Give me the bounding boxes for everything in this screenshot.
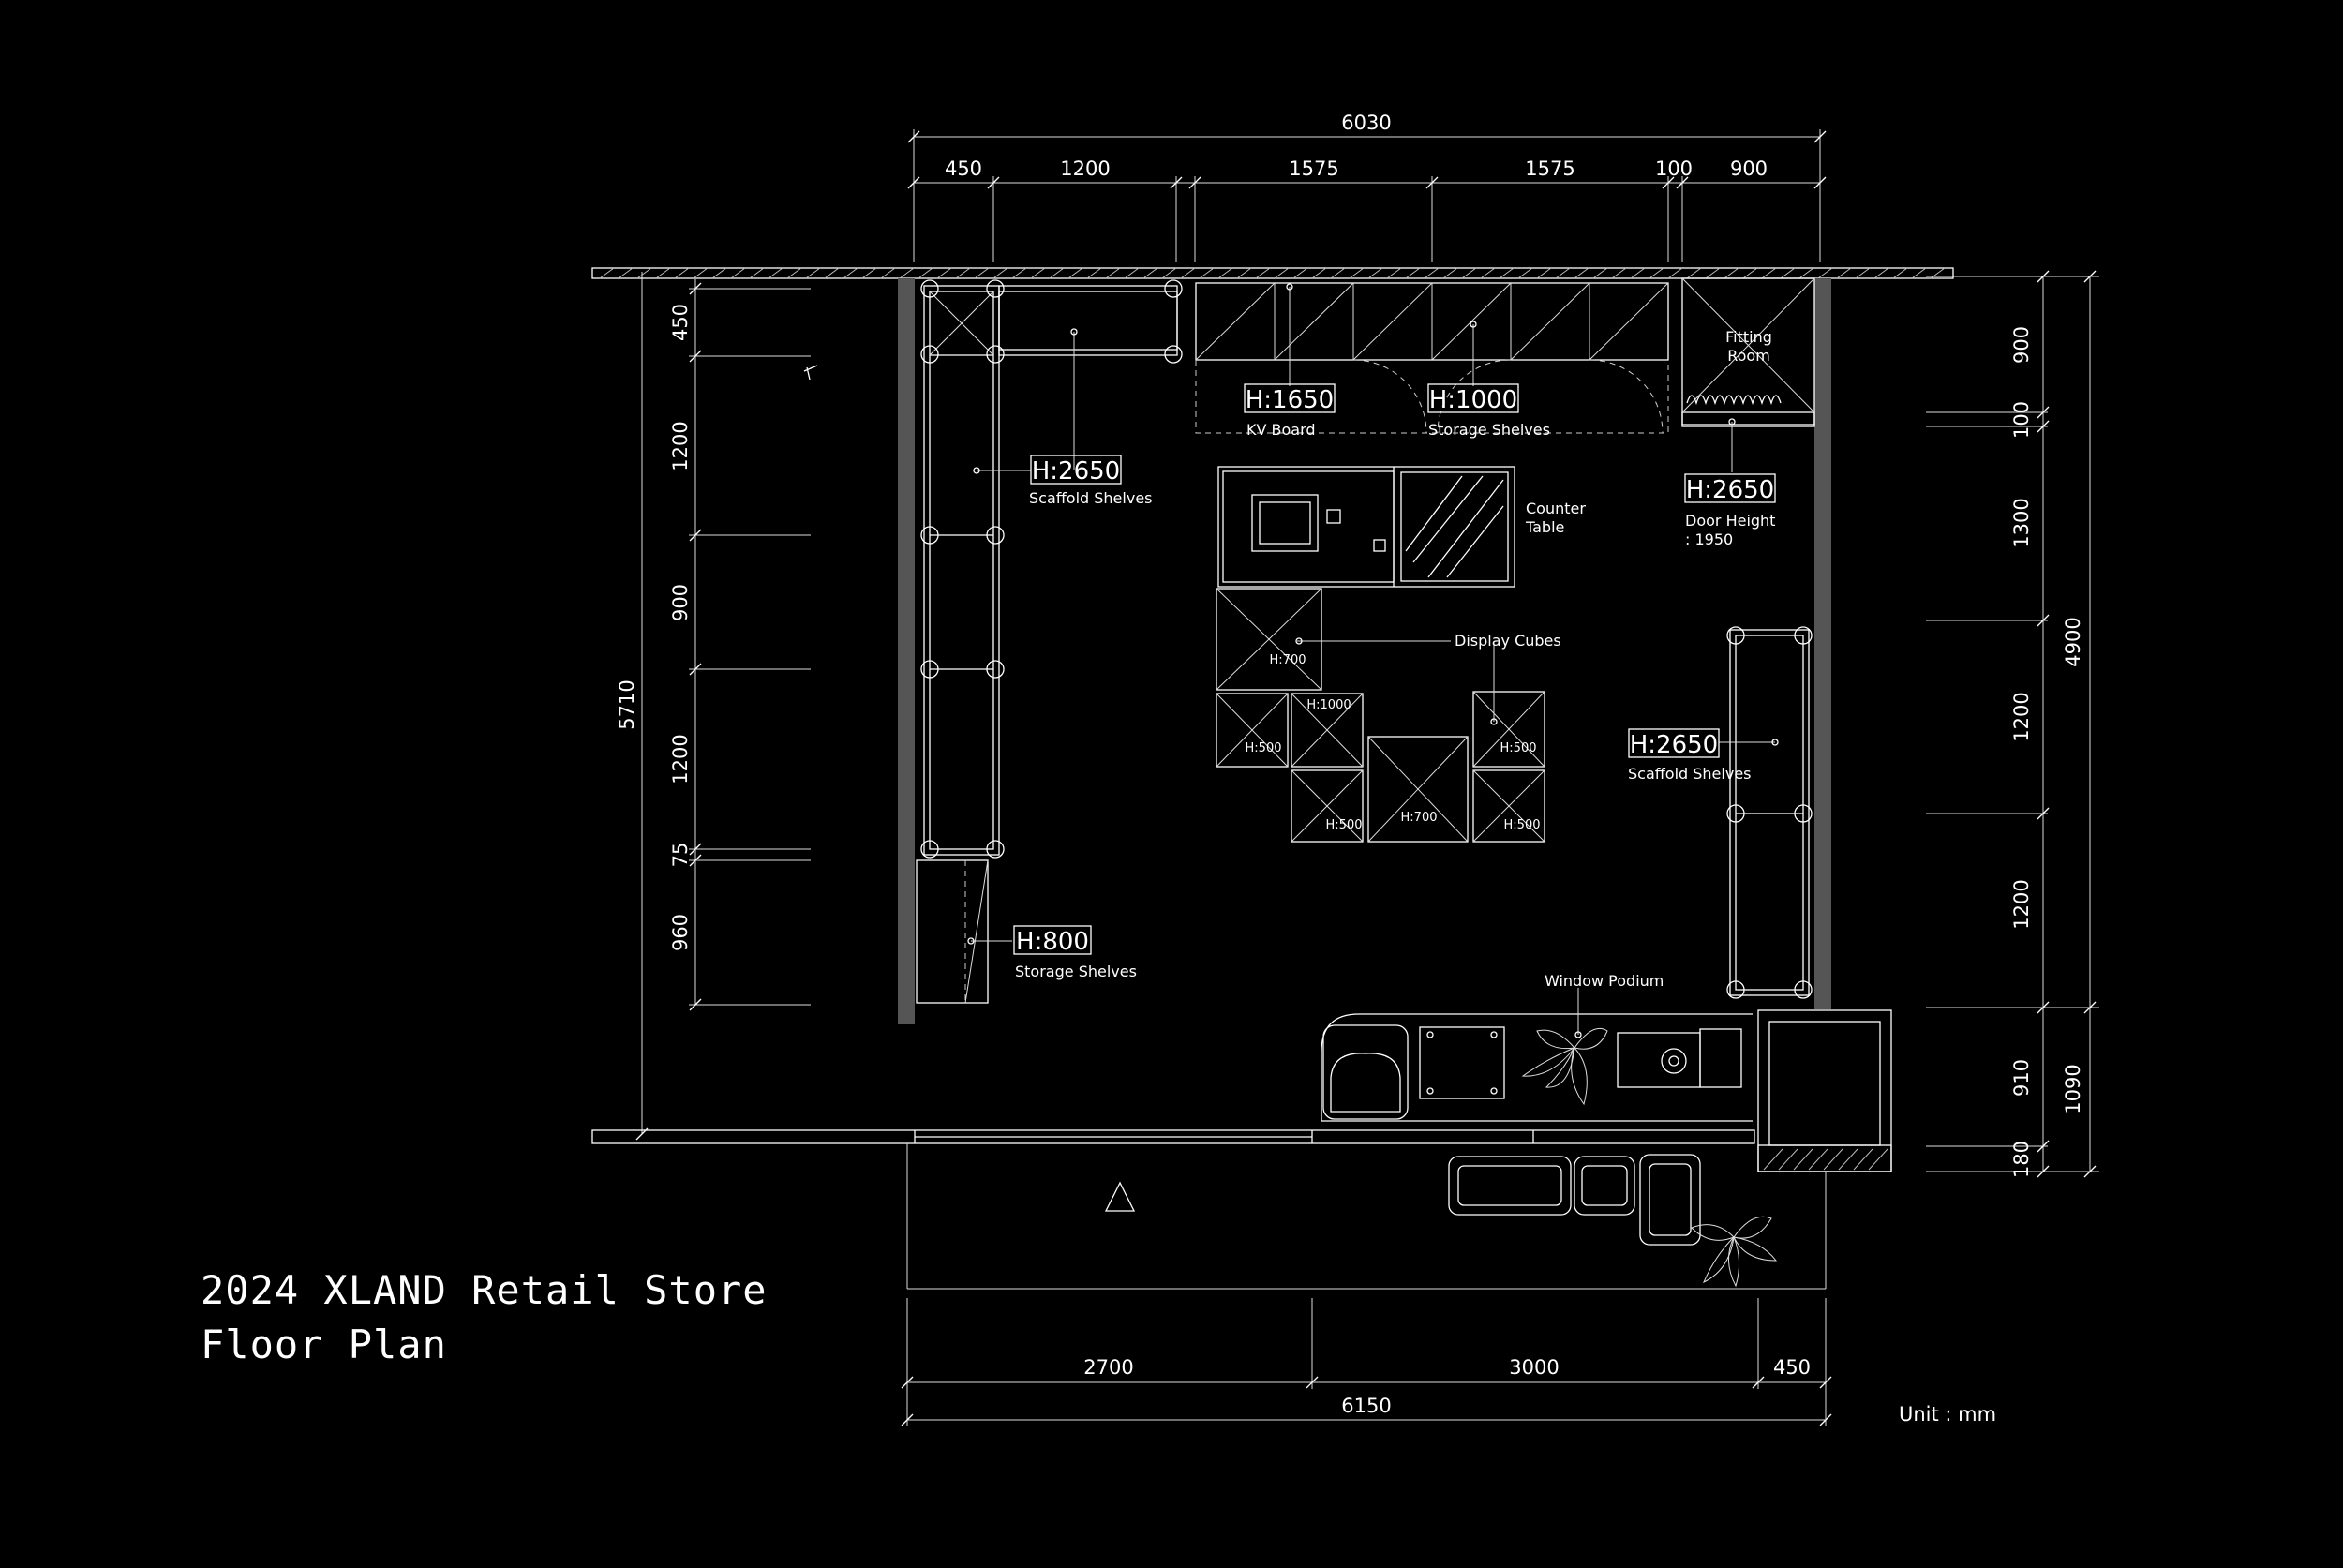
right-dimensions: 900 100 1300 1200 1200 4900 910 180 1090 — [1926, 270, 2099, 1178]
kv-board-storage-top — [1195, 282, 1669, 434]
leader-lines — [967, 283, 1779, 1038]
walls — [591, 267, 1954, 1290]
display-cubes: H:700 H:1000 H:500 H:500 H:700 H:500 H:5… — [1216, 588, 1545, 843]
storage-left-label: Storage Shelves — [1015, 963, 1137, 980]
entrance-marker-icon — [1104, 1181, 1136, 1212]
cube-label-5: H:700 — [1401, 811, 1438, 825]
tag-scaffold-left: H:2650 Scaffold Shelves — [1029, 455, 1153, 507]
dim-top-1: 450 — [945, 157, 982, 180]
dim-left-2: 1200 — [669, 421, 692, 470]
tag-door: H:2650 Door Height : 1950 — [1684, 473, 1776, 548]
tag-fitting-room: Fitting Room — [1725, 328, 1772, 365]
scaffold-left-height: H:2650 — [1032, 457, 1120, 485]
dim-bottom-2: 3000 — [1509, 1356, 1559, 1379]
cube-label-7: H:500 — [1504, 818, 1541, 832]
scaffold-shelves-right — [1726, 626, 1813, 999]
dim-left-3: 900 — [669, 584, 692, 621]
window-podium-label: Window Podium — [1545, 972, 1664, 990]
scaffold-left-label: Scaffold Shelves — [1029, 489, 1153, 507]
unit-note: Unit : mm — [1899, 1403, 1996, 1426]
fitting-room-label-2: Room — [1727, 347, 1770, 365]
kv-board-label: KV Board — [1246, 421, 1316, 439]
outside-seating — [1104, 1154, 1778, 1288]
scaffold-shelves-left — [916, 279, 1183, 1004]
cube-label-1: H:700 — [1270, 653, 1306, 667]
dim-bottom-total: 6150 — [1341, 1395, 1391, 1417]
counter-table-label-1: Counter — [1526, 500, 1586, 517]
dim-right-2: 100 — [2010, 401, 2033, 439]
cube-label-2: H:1000 — [1306, 698, 1351, 712]
left-dimensions: 5710 450 1200 900 1200 75 960 — [616, 272, 811, 1141]
tag-scaffold-right: H:2650 Scaffold Shelves — [1628, 728, 1752, 783]
tag-counter-table: Counter Table — [1525, 500, 1586, 536]
kv-board-height: H:1650 — [1246, 386, 1334, 414]
cube-label-4: H:500 — [1326, 818, 1363, 832]
tag-kv-board: H:1650 KV Board — [1244, 383, 1336, 439]
scaffold-right-label: Scaffold Shelves — [1628, 765, 1752, 783]
dim-top-5: 100 — [1655, 157, 1693, 180]
title-line-2: Floor Plan — [201, 1322, 447, 1367]
top-dimensions: 6030 450 1200 1575 1575 100 900 — [907, 112, 1827, 262]
dim-right-lower-1: 910 — [2010, 1059, 2033, 1097]
counter-table-label-2: Table — [1525, 518, 1564, 536]
dim-right-lower-2: 180 — [2010, 1141, 2033, 1178]
dim-top-3: 1575 — [1289, 157, 1338, 180]
tag-storage-left: H:800 Storage Shelves — [1013, 925, 1137, 980]
fitting-room — [1681, 277, 1815, 427]
counter-table — [1217, 466, 1515, 588]
dim-top-2: 1200 — [1060, 157, 1110, 180]
dim-left-5: 75 — [669, 843, 692, 868]
bottom-dimensions: 2700 3000 450 6150 — [901, 1298, 1832, 1426]
storage-left-height: H:800 — [1016, 928, 1089, 956]
dim-right-total-upper: 4900 — [2062, 617, 2084, 666]
dim-bottom-1: 2700 — [1083, 1356, 1133, 1379]
storage-top-label: Storage Shelves — [1428, 421, 1550, 439]
dim-top-6: 900 — [1730, 157, 1768, 180]
door-height-tag: H:2650 — [1686, 476, 1774, 504]
tag-display-cubes: Display Cubes — [1455, 632, 1561, 650]
dim-right-total-lower: 1090 — [2062, 1064, 2084, 1113]
dim-top-total: 6030 — [1341, 112, 1391, 134]
drawing-title: 2024 XLAND Retail Store Floor Plan — [201, 1263, 768, 1372]
window-podium — [1321, 1009, 1892, 1172]
storage-top-height: H:1000 — [1429, 386, 1517, 414]
door-height-label-1: Door Height — [1685, 512, 1775, 530]
display-cubes-label: Display Cubes — [1455, 632, 1561, 650]
dim-left-6: 960 — [669, 914, 692, 951]
dim-left-4: 1200 — [669, 734, 692, 784]
dim-left-total: 5710 — [616, 679, 638, 729]
dim-left-1: 450 — [669, 304, 692, 341]
dim-right-5: 1200 — [2010, 879, 2033, 929]
dim-bottom-3: 450 — [1773, 1356, 1811, 1379]
scaffold-right-height: H:2650 — [1630, 731, 1718, 759]
tag-storage-top: H:1000 Storage Shelves — [1427, 383, 1550, 439]
dim-right-1: 900 — [2010, 326, 2033, 364]
door-height-label-2: : 1950 — [1685, 530, 1733, 548]
dim-right-4: 1200 — [2010, 692, 2033, 741]
fitting-room-label-1: Fitting — [1725, 328, 1772, 346]
dim-top-4: 1575 — [1525, 157, 1574, 180]
tag-window-podium: Window Podium — [1545, 972, 1664, 990]
cube-label-6: H:500 — [1500, 741, 1537, 755]
dim-right-3: 1300 — [2010, 498, 2033, 547]
title-line-1: 2024 XLAND Retail Store — [201, 1267, 768, 1313]
cube-label-3: H:500 — [1246, 741, 1282, 755]
